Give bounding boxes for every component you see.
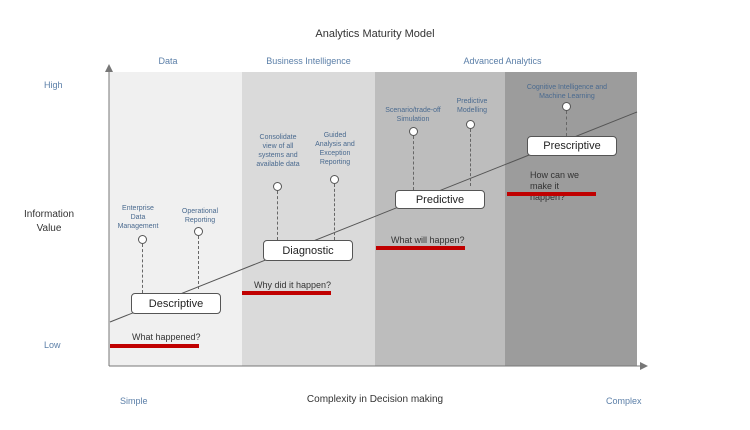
band-business-intelligence: [242, 72, 375, 366]
band-advanced-analytics: [375, 72, 505, 366]
connector-cognitive: [566, 111, 567, 136]
item-label-enterprise-data-management: Enterprise Data Management: [117, 205, 159, 230]
item-dot-consolidate: [273, 182, 282, 191]
stage-descriptive: Descriptive: [131, 293, 221, 314]
red-bar-predictive: [376, 246, 465, 250]
item-label-scenario-simulation: Scenario/trade-off Simulation: [385, 107, 441, 123]
band-label-business-intelligence: Business Intelligence: [266, 56, 351, 66]
red-bar-diagnostic: [242, 291, 331, 295]
red-bar-prescriptive: [507, 192, 596, 196]
stage-prescriptive: Prescriptive: [527, 136, 617, 156]
item-label-operational-reporting: Operational Reporting: [181, 208, 219, 224]
item-dot-operational: [194, 227, 203, 236]
stage-predictive: Predictive: [395, 190, 485, 209]
diagram-title: Analytics Maturity Model: [315, 28, 435, 40]
connector-enterprise: [142, 244, 143, 293]
question-prescriptive: How can we make it happen?: [530, 170, 580, 202]
item-label-consolidate-view: Consolidate view of all systems and avai…: [256, 134, 300, 168]
connector-consolidate: [277, 191, 278, 240]
question-descriptive: What happened?: [132, 332, 201, 342]
connector-predictive-modelling: [470, 129, 471, 186]
connector-guided: [334, 184, 335, 240]
red-bar-descriptive: [110, 344, 199, 348]
item-dot-predictive-modelling: [466, 120, 475, 129]
connector-operational: [198, 236, 199, 289]
band-label-data: Data: [158, 56, 178, 66]
stage-diagnostic: Diagnostic: [263, 240, 353, 261]
item-dot-scenario: [409, 127, 418, 136]
item-label-predictive-modelling: Predictive Modelling: [456, 98, 488, 114]
item-dot-cognitive: [562, 102, 571, 111]
question-diagnostic: Why did it happen?: [254, 280, 332, 290]
y-axis-high-label: High: [44, 80, 63, 90]
item-label-guided-analysis: Guided Analysis and Exception Reporting: [315, 132, 355, 166]
item-dot-guided: [330, 175, 339, 184]
band-label-advanced-analytics: Advanced Analytics: [463, 56, 542, 66]
question-predictive: What will happen?: [391, 235, 465, 245]
x-axis-arrow: [640, 362, 648, 370]
connector-scenario: [413, 136, 414, 190]
y-axis-title: Information Value: [23, 209, 75, 234]
item-dot-enterprise: [138, 235, 147, 244]
x-axis-title: Complexity in Decision making: [306, 394, 444, 405]
item-label-cognitive-ml: Cognitive Intelligence and Machine Learn…: [526, 84, 608, 100]
x-axis-complex-label: Complex: [606, 396, 642, 406]
band-data: [109, 72, 242, 366]
x-axis-simple-label: Simple: [120, 396, 148, 406]
y-axis-low-label: Low: [44, 340, 61, 350]
y-axis-arrow: [105, 64, 113, 72]
